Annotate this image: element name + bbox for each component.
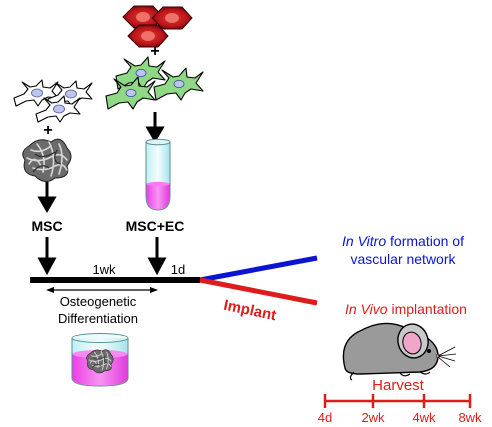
- harvest-tick-labels: 4d 2wk 4wk 8wk: [318, 410, 482, 425]
- arrow-to-timeline-left-head: [37, 257, 57, 276]
- arrow-to-timeline-right-head: [147, 257, 167, 276]
- in-vitro-label: In Vitro formation of: [342, 233, 464, 249]
- in-vitro-rest: formation of: [386, 233, 464, 249]
- vascular-network-label: vascular network: [350, 251, 456, 267]
- osteo-label-line2: Differentiation: [58, 311, 138, 326]
- harvest-tick-label: 4wk: [412, 410, 436, 425]
- in-vivo-label: In Vivo implantation: [345, 301, 467, 317]
- msc-label: MSC: [31, 218, 62, 234]
- plus-sign-top: +: [150, 43, 159, 60]
- in-vitro-italic: In Vitro: [342, 233, 386, 249]
- in-vivo-branch: [199, 277, 318, 306]
- harvest-label: Harvest: [372, 377, 425, 394]
- ec-cells-group: [105, 56, 204, 110]
- mouse-icon: [342, 322, 457, 381]
- culture-dish: [71, 333, 129, 387]
- msc-ec-label: MSC+EC: [126, 218, 185, 234]
- endothelial-cell: [115, 56, 166, 90]
- in-vitro-branch: [199, 255, 318, 283]
- endothelial-cell: [153, 67, 204, 101]
- osteo-label-line1: Osteogenetic: [60, 294, 137, 309]
- scaffold-icon: [21, 138, 72, 183]
- harvest-tick-label: 8wk: [458, 410, 482, 425]
- week-label: 1wk: [92, 262, 116, 277]
- day-label: 1d: [171, 262, 185, 277]
- arrows-group: [37, 112, 167, 276]
- harvest-ticks: [323, 394, 472, 408]
- harvest-tick-label: 2wk: [361, 410, 385, 425]
- plus-sign-left: +: [43, 122, 52, 139]
- implant-label: Implant: [222, 297, 278, 325]
- osteogenic-period-arrow: [46, 287, 158, 293]
- msc-cells-group: [13, 79, 93, 123]
- red-cells-group: [122, 5, 193, 48]
- in-vivo-rest: implantation: [388, 301, 467, 317]
- in-vivo-italic: In Vivo: [345, 301, 388, 317]
- arrow-to-msc-head: [37, 196, 57, 213]
- arrow-to-tube-head: [145, 126, 165, 143]
- harvest-tick-label: 4d: [318, 410, 332, 425]
- test-tube: [145, 138, 171, 211]
- scaffold-in-dish-icon: [86, 349, 114, 374]
